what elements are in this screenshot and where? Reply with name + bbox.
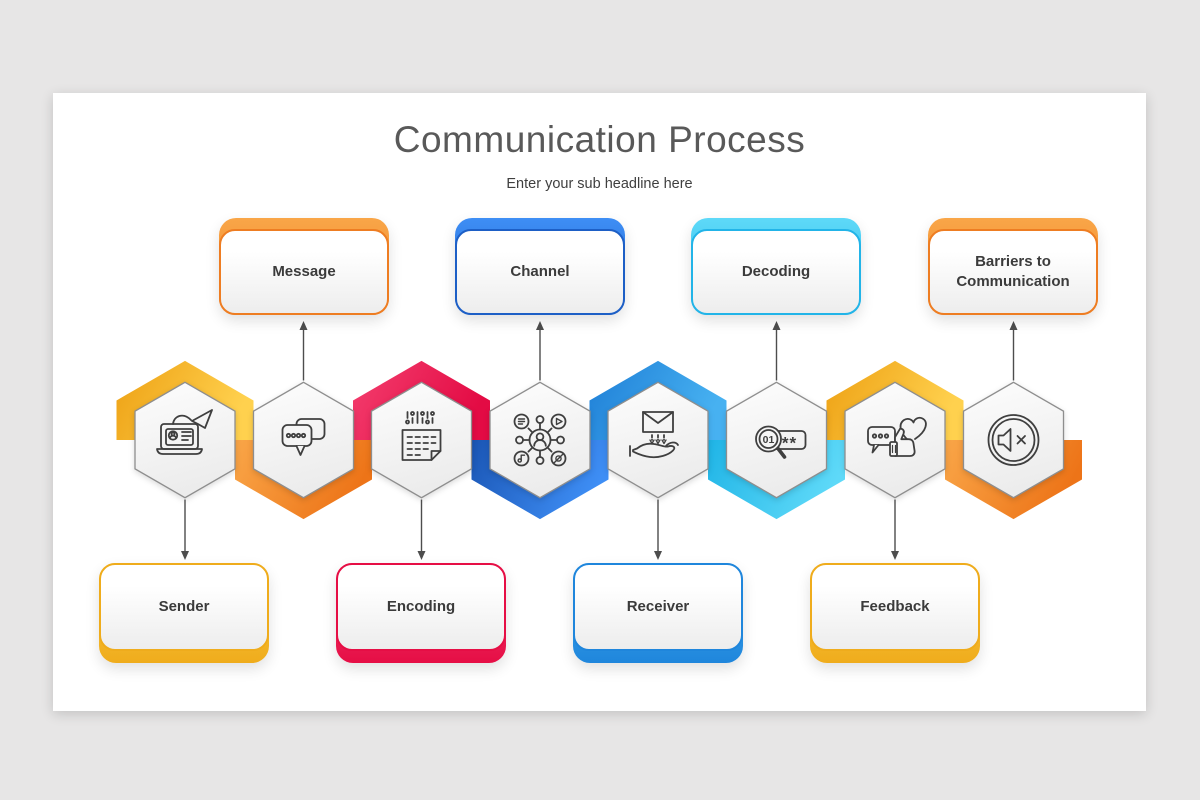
card-label: Sender bbox=[158, 597, 210, 615]
card-label: Message bbox=[272, 262, 336, 280]
receiver-arrow-down bbox=[654, 499, 662, 560]
card-label: Feedback bbox=[860, 597, 930, 615]
barriers-arrow-up bbox=[1009, 321, 1018, 381]
encoding-hexagon bbox=[370, 381, 473, 499]
feedback-thumbs-up-heart-icon bbox=[867, 416, 927, 457]
page-subtitle: Enter your sub headline here bbox=[506, 176, 693, 192]
connector-arrows bbox=[181, 321, 1018, 560]
page-title: Communication Process bbox=[393, 119, 806, 160]
card-label: Receiver bbox=[626, 597, 690, 615]
sender-chevron bbox=[116, 360, 254, 440]
decoding-arrow-up bbox=[772, 321, 781, 381]
card-encoding: Encoding bbox=[336, 563, 506, 663]
card-channel: Channel bbox=[455, 218, 625, 315]
message-chat-bubbles-icon bbox=[281, 418, 326, 456]
decoding-lens-text: 01 bbox=[763, 434, 775, 446]
card-label: Barriers to Communication bbox=[956, 252, 1070, 290]
encoding-binary-document-icon bbox=[401, 411, 442, 461]
decoding-stars-text: ** bbox=[782, 434, 797, 453]
receiver-chevron bbox=[589, 360, 727, 440]
message-arrow-up bbox=[299, 321, 308, 381]
barriers-chevron bbox=[945, 440, 1082, 520]
card-decoding: Decoding bbox=[691, 218, 861, 315]
encoding-chevron bbox=[353, 360, 490, 440]
card-receiver: Receiver bbox=[573, 563, 743, 663]
receiver-hand-envelope-icon bbox=[629, 411, 679, 459]
card-label: Encoding bbox=[386, 597, 456, 615]
feedback-chevron bbox=[826, 360, 964, 440]
feedback-arrow-down bbox=[891, 499, 899, 560]
card-label: Decoding bbox=[741, 262, 811, 280]
barriers-muted-speaker-icon bbox=[987, 414, 1040, 466]
channel-media-network-icon bbox=[513, 413, 567, 467]
card-feedback: Feedback bbox=[810, 563, 980, 663]
card-label: Channel bbox=[510, 262, 570, 280]
sender-arrow-down bbox=[181, 499, 189, 560]
hexagon-chevrons bbox=[116, 360, 1082, 520]
sender-laptop-send-icon bbox=[156, 409, 213, 455]
decoding-chevron bbox=[708, 440, 845, 520]
barriers-hexagon bbox=[962, 381, 1065, 499]
step-icons: ** 01 bbox=[156, 409, 1040, 467]
message-chevron bbox=[235, 440, 372, 520]
card-barriers: Barriers to Communication bbox=[928, 218, 1098, 315]
channel-arrow-up bbox=[536, 321, 544, 381]
card-sender: Sender bbox=[99, 563, 269, 663]
card-message: Message bbox=[219, 218, 389, 315]
decoding-magnifier-password-icon: ** 01 bbox=[755, 425, 807, 459]
channel-chevron bbox=[471, 440, 609, 520]
encoding-arrow-down bbox=[417, 499, 426, 560]
